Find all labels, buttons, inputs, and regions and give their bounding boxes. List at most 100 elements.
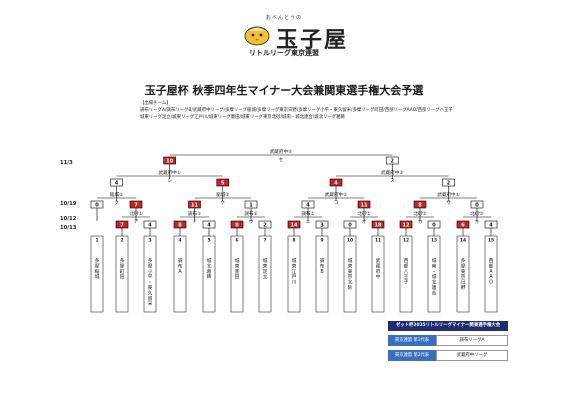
match-code: コ xyxy=(334,200,339,206)
match-code: ウ xyxy=(249,218,254,225)
teams-label: 【出場チーム】 xyxy=(140,101,171,106)
team-name: 城東墨田 xyxy=(235,257,240,280)
page-title: 玉子屋杯 秋季四年生マイナー大会兼関東選手権大会予選 xyxy=(144,84,424,97)
logo: おべんとうの 玉子屋 リトルリーグ東京連盟 xyxy=(0,0,568,80)
score-value: 1 xyxy=(249,203,253,209)
teams-line: 調布リーグA/調布リーグB/武蔵府中リーグ/多摩リーグ稲城/多摩リーグ東京日野/… xyxy=(140,108,453,113)
team-box xyxy=(343,235,357,313)
team-number: 12 xyxy=(403,238,409,244)
team-name: 城東足立 xyxy=(263,257,268,280)
team-box xyxy=(371,235,385,313)
score-box xyxy=(115,220,129,229)
team-name: 城南・城北連合 xyxy=(432,257,437,296)
score-box xyxy=(399,220,413,229)
legend-title: ゼット杯2025リトルリーグマイナー関東選手権大会 xyxy=(388,321,508,331)
score-box xyxy=(315,220,329,229)
score-box xyxy=(143,220,157,229)
representatives-legend: ゼット杯2025リトルリーグマイナー関東選手権大会 東京連盟 第1代表 調布リー… xyxy=(388,321,508,361)
score-box xyxy=(188,200,201,209)
score-value: 0 xyxy=(348,223,352,229)
match-code: サ xyxy=(446,200,451,206)
score-value: 4 xyxy=(334,181,338,187)
match-code: キ xyxy=(475,220,480,225)
score-box xyxy=(287,220,301,229)
logo-subtitle: リトルリーグ東京連盟 xyxy=(249,49,319,57)
team-number: 2 xyxy=(120,238,123,244)
team-number: 9 xyxy=(320,238,323,244)
score-box xyxy=(442,178,455,187)
score-box xyxy=(456,220,470,229)
score-value: 4 xyxy=(489,223,493,229)
score-box xyxy=(258,220,272,229)
score-value: 4 xyxy=(115,181,119,187)
team-number: 3 xyxy=(148,238,151,244)
legend-row: 東京連盟 第1代表 調布リーグA xyxy=(388,335,508,346)
teams-line: 城東リーグ足立/城東リーグ江戸川/城東リーグ墨田/城東リーグ東京北砂/城南・城北… xyxy=(140,115,345,120)
team-box xyxy=(315,235,329,313)
match-code: エ xyxy=(306,219,311,225)
score-value: 2 xyxy=(391,159,395,165)
team-number: 6 xyxy=(235,238,238,244)
legend-value: 武蔵府中リーグ xyxy=(436,350,508,361)
team-name: 城東江戸川 xyxy=(292,257,297,286)
score-box xyxy=(129,200,143,209)
score-box xyxy=(230,220,244,229)
teams-box: 【出場チーム】 調布リーグA/調布リーグB/武蔵府中リーグ/多摩リーグ稲城/多摩… xyxy=(140,100,453,120)
team-name: 城東東京北砂 xyxy=(348,257,353,291)
date-final: 11/3 xyxy=(60,160,73,166)
team-box xyxy=(230,235,244,313)
score-value: 12 xyxy=(403,223,410,229)
score-value: 2 xyxy=(447,181,451,187)
match-code: ケ xyxy=(220,199,225,206)
score-box xyxy=(163,156,176,165)
score-box xyxy=(244,200,258,209)
score-box xyxy=(110,178,123,187)
team-box xyxy=(456,235,470,313)
team-box xyxy=(484,235,498,313)
team-box xyxy=(202,235,216,313)
score-value: 7 xyxy=(120,223,124,229)
match-code: ス xyxy=(390,178,395,184)
date-round1a: 10/12 xyxy=(60,216,77,222)
score-box xyxy=(343,220,357,229)
match-code: ア xyxy=(134,219,139,225)
score-box xyxy=(301,200,315,209)
team-number: 7 xyxy=(263,238,266,244)
score-value: 8 xyxy=(418,203,422,209)
score-value: 8 xyxy=(178,223,182,229)
score-box xyxy=(470,200,484,209)
match-code: セ xyxy=(279,157,284,163)
score-value: 0 xyxy=(95,203,99,209)
match-venue: 武蔵府中⑤ xyxy=(270,148,293,155)
match-code: シ xyxy=(167,179,172,184)
logo-main-text: 玉子屋 xyxy=(276,27,349,53)
match-code: ク xyxy=(114,200,119,206)
team-number: 10 xyxy=(347,238,353,244)
score-box xyxy=(427,220,441,229)
team-name: 城北葛飾 xyxy=(207,257,212,280)
legend-key: 東京連盟 第1代表 xyxy=(388,335,436,346)
team-name: 多摩東京日野 xyxy=(461,257,466,291)
score-box xyxy=(357,200,371,209)
team-box xyxy=(399,235,413,313)
score-value: 6 xyxy=(461,223,465,229)
score-box xyxy=(371,220,385,229)
score-value: 4 xyxy=(306,203,310,209)
team-name: 多摩町田 xyxy=(120,257,125,280)
score-value: 3 xyxy=(320,223,324,229)
team-name: 多摩小平・東久留米 xyxy=(148,257,153,307)
team-number: 1 xyxy=(95,238,98,244)
legend-key: 東京連盟 第2代表 xyxy=(388,350,436,361)
team-name: 多摩稲城 xyxy=(95,257,100,280)
score-value: 18 xyxy=(375,223,382,229)
logo-kana: おべんとうの xyxy=(265,15,302,21)
score-value: 0 xyxy=(432,223,436,229)
score-value: 4 xyxy=(148,223,152,229)
match-code: イ xyxy=(192,220,197,225)
score-box xyxy=(329,178,343,187)
team-box xyxy=(115,235,129,313)
